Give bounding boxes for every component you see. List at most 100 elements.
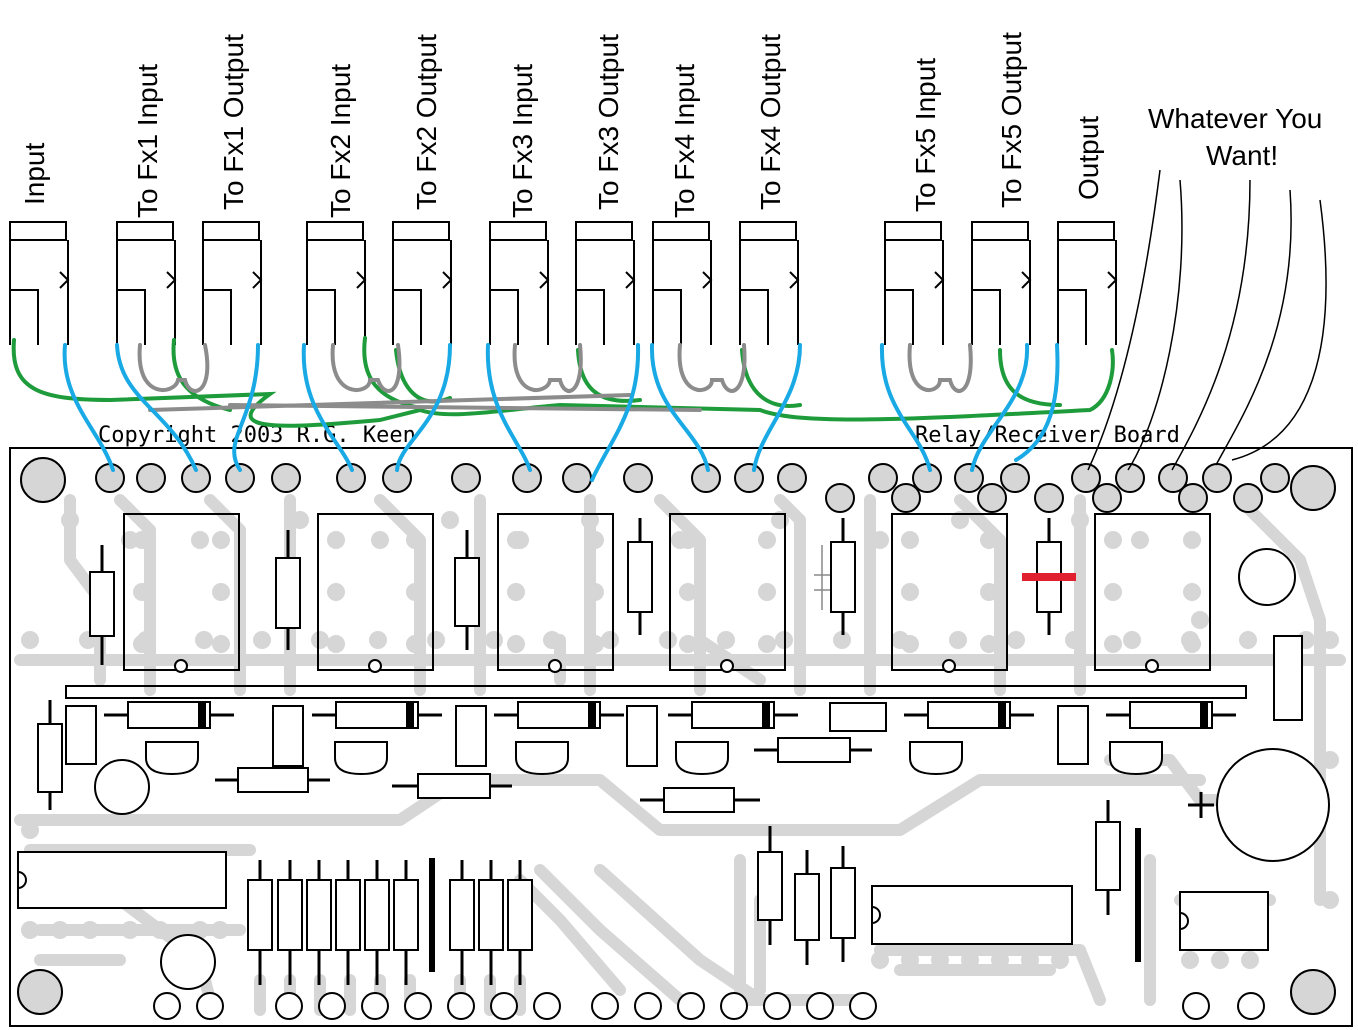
relay-pin	[586, 531, 604, 549]
relay-pin	[980, 635, 998, 653]
relay-1	[123, 513, 240, 673]
jack-body	[1057, 221, 1115, 241]
resistor-body	[364, 879, 390, 951]
copper-pad	[581, 511, 599, 529]
copper-pad	[485, 631, 503, 649]
jack-label-input: Input	[19, 143, 50, 205]
resistor-body	[449, 879, 475, 951]
resistor-body	[89, 571, 115, 637]
jack-body	[739, 221, 797, 241]
relay-notch	[548, 659, 562, 673]
resistor-r14	[277, 860, 303, 985]
copper-pad	[1211, 951, 1229, 969]
relay-pin	[980, 531, 998, 549]
blue-wire	[1014, 343, 1060, 462]
relay-notch	[368, 659, 382, 673]
blue-wire	[232, 343, 260, 472]
pin-secondary	[825, 483, 855, 513]
jack-symbol	[306, 221, 367, 345]
diode-5	[904, 701, 1034, 729]
relay-4	[669, 513, 786, 673]
copper-pad	[901, 951, 919, 969]
relay-notch	[942, 659, 956, 673]
resistor-body	[335, 879, 361, 951]
diode-body	[127, 701, 211, 729]
connector-hole	[720, 992, 748, 1020]
mounting-hole	[17, 969, 63, 1015]
capacitor-c8	[1216, 748, 1330, 862]
pin-circle	[734, 463, 764, 493]
relay-pin	[327, 531, 345, 549]
copper-pad	[1321, 891, 1339, 909]
diode-band	[198, 702, 206, 728]
jack-tip-contact	[166, 271, 177, 289]
pin-circle	[1092, 483, 1122, 513]
jack-tip-contact	[539, 271, 550, 289]
pin-secondary	[1034, 483, 1064, 513]
gray-wire	[148, 393, 702, 412]
green-wire	[740, 348, 802, 408]
resistor-r6	[1095, 800, 1121, 915]
resistor-body	[306, 879, 332, 951]
jack-body	[9, 221, 67, 241]
jack-symbol	[971, 221, 1032, 345]
pin-r	[912, 463, 942, 493]
relay-pin	[901, 635, 919, 653]
jack-ring-line	[885, 289, 914, 345]
pin-circle	[451, 463, 481, 493]
signal-wire	[1231, 199, 1327, 461]
jack-symbol	[489, 221, 550, 345]
transistor-q3	[515, 741, 569, 776]
pin-c	[181, 463, 211, 493]
pin-circle	[1158, 463, 1188, 493]
resistor-body	[794, 873, 820, 941]
gray-wire	[512, 343, 583, 393]
copper-pad	[371, 531, 389, 549]
copper-pad	[961, 951, 979, 969]
pin-circle	[95, 463, 125, 493]
ic-body	[871, 885, 1073, 945]
jack-label-fx1-output: To Fx1 Output	[218, 34, 249, 210]
jack-body	[971, 221, 1029, 241]
pin-circle	[1178, 483, 1208, 513]
jack-tip-contact	[702, 271, 713, 289]
transistor-body	[145, 741, 199, 776]
pin-k	[623, 463, 653, 493]
relay-pin	[406, 531, 424, 549]
arrow-symbol	[814, 545, 830, 610]
diode-body	[691, 701, 775, 729]
jack-label-fx3-input: To Fx3 Input	[507, 64, 538, 218]
capacitor-c7	[1238, 548, 1296, 606]
diode-body	[927, 701, 1011, 729]
blue-wire	[395, 343, 452, 472]
resistor-r15	[306, 860, 332, 985]
jack-symbol	[116, 221, 177, 345]
diode-2	[312, 701, 442, 729]
relay-pin	[327, 583, 345, 601]
copper-pad	[61, 511, 79, 529]
diode-band	[588, 702, 596, 728]
copper-pad	[601, 631, 619, 649]
jack-label-fx2-output: To Fx2 Output	[411, 34, 442, 210]
resistor-r11	[830, 518, 856, 635]
pin-circle	[512, 463, 542, 493]
jack-symbol	[575, 221, 636, 345]
pin-secondary	[1092, 483, 1122, 513]
connector-hole	[591, 992, 619, 1020]
pin-y	[1115, 463, 1145, 493]
jack-tip-contact	[625, 271, 636, 289]
green-wire	[998, 348, 1062, 407]
ic-body	[1179, 891, 1269, 951]
ic-u4	[1273, 635, 1303, 721]
capacitor-body	[626, 705, 658, 767]
transistor-body	[1109, 741, 1163, 776]
relay-pin	[679, 635, 697, 653]
jack-label-output: Output	[1073, 116, 1104, 200]
blue-wire	[115, 343, 198, 472]
mounting-hole	[1290, 969, 1336, 1015]
transistor-q1	[145, 741, 199, 776]
jack-symbol	[739, 221, 800, 345]
copper-pad	[253, 631, 271, 649]
gray-wire	[907, 343, 973, 393]
copper-pad	[151, 921, 169, 939]
